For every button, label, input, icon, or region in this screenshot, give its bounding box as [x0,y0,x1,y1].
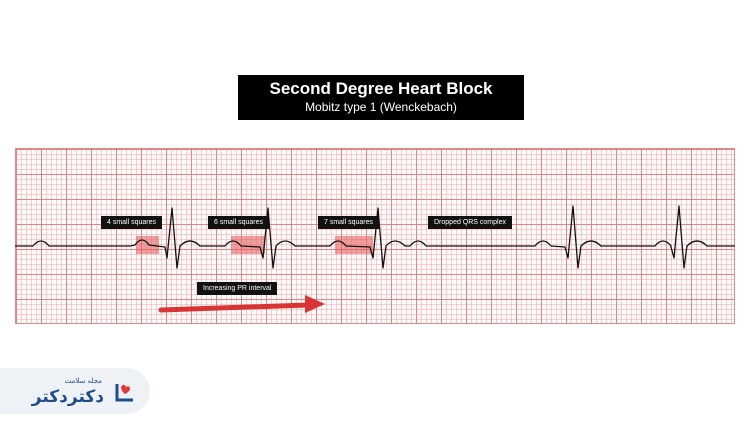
ecg-trace-chart [15,205,735,313]
increasing-pr-label: Increasing PR interval [197,282,278,295]
pr-label-2: 6 small squares [208,216,270,229]
ecg-trace [15,205,735,269]
title-banner: Second Degree Heart Block Mobitz type 1 … [238,75,524,120]
logo-heart-icon [115,384,133,402]
pr-highlight-2 [231,236,265,254]
pr-label-1: 4 small squares [101,216,163,229]
logo-subtext: مجله سلامت [64,377,102,385]
logo-text: دکتردکتر [31,387,104,407]
pr-highlight-3 [335,236,373,254]
increasing-pr-arrow-shaft [158,302,311,313]
dropped-qrs-label: Dropped QRS complex [428,216,512,229]
site-logo: مجله سلامت دکتردکتر [0,368,150,414]
pr-label-3: 7 small squares [318,216,380,229]
page-title: Second Degree Heart Block [269,79,493,98]
increasing-pr-arrowhead [305,295,325,313]
page-subtitle: Mobitz type 1 (Wenckebach) [305,100,457,114]
